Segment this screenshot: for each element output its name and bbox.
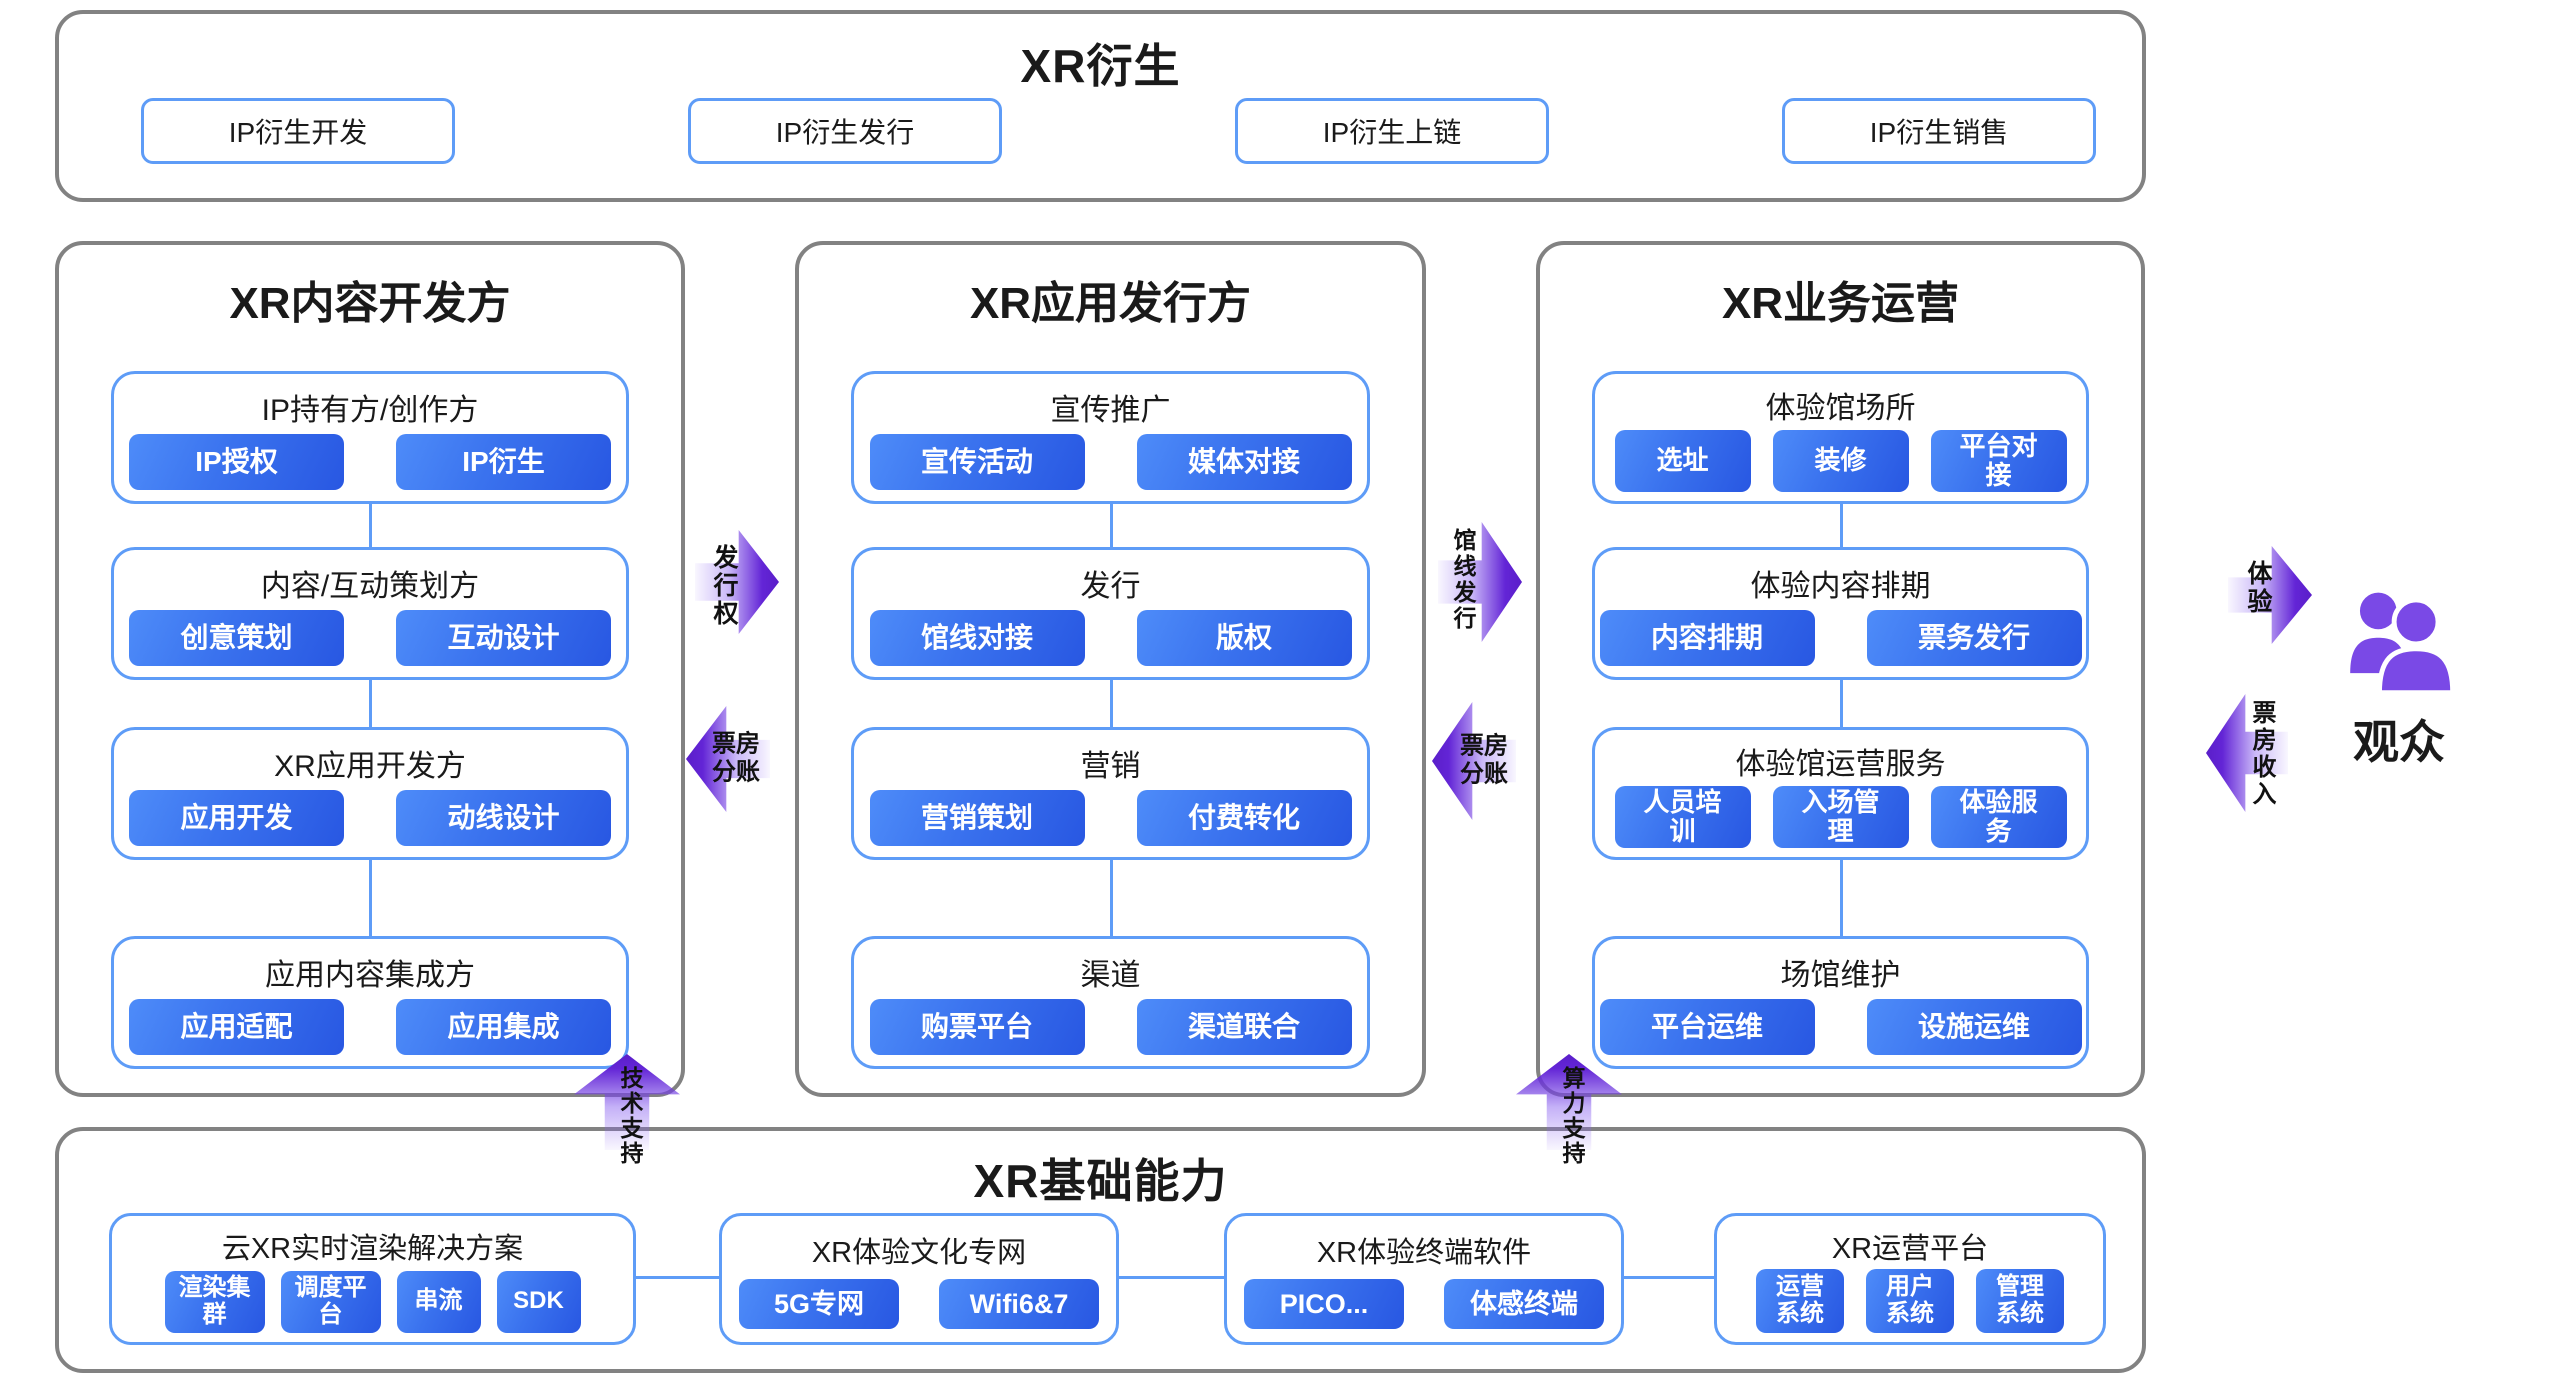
pill: 馆线对接 (869, 610, 1085, 666)
derivative-item-on-chain: IP衍生上链 (1235, 98, 1549, 164)
flow-label-compute-support: 算力支持 (1559, 1066, 1585, 1166)
connector-line (369, 680, 372, 727)
pill: 调度平台 (280, 1270, 381, 1333)
pill: SDK (496, 1270, 581, 1333)
pill: 动线设计 (396, 790, 611, 846)
pill: 宣传活动 (869, 434, 1085, 490)
pill: 体验服务 (1930, 786, 2067, 848)
derivative-item-development: IP衍生开发 (141, 98, 455, 164)
section-distribution: 发行 馆线对接 版权 (851, 547, 1370, 680)
pill: Wifi6&7 (939, 1278, 1099, 1329)
content-developer-title: XR内容开发方 (229, 279, 511, 328)
pill: 渠道联合 (1136, 999, 1352, 1055)
connector-line (1119, 1276, 1224, 1279)
section-venue-maintenance: 场馆维护 平台运维 设施运维 (1592, 936, 2089, 1069)
pill: 入场管理 (1772, 786, 1909, 848)
pill: 媒体对接 (1136, 434, 1352, 490)
pill: 用户系统 (1866, 1269, 1954, 1334)
pill: 选址 (1614, 430, 1751, 492)
connector-line (1109, 504, 1113, 547)
section-content-planning: 内容/互动策划方 创意策划 互动设计 (111, 547, 629, 680)
flow-label-tech-support: 技术支持 (617, 1066, 643, 1166)
section-marketing: 营销 营销策划 付费转化 (851, 727, 1370, 860)
derivatives-panel: XR衍生 IP衍生开发 IP衍生发行 IP衍生上链 IP衍生销售 (55, 10, 2146, 202)
section-app-developer: XR应用开发方 应用开发 动线设计 (111, 727, 629, 860)
connector-line (1109, 680, 1113, 727)
connector-line (1839, 860, 1843, 936)
derivative-item-publishing: IP衍生发行 (688, 98, 1002, 164)
group-operations-platform: XR运营平台 运营系统 用户系统 管理系统 (1714, 1213, 2106, 1345)
flow-label-publishing-rights: 发行权 (710, 544, 738, 628)
flow-label-box-office-share: 票房 分账 (712, 730, 760, 786)
group-cloud-rendering: 云XR实时渲染解决方案 渲染集群 调度平台 串流 SDK (109, 1213, 636, 1345)
pill: 管理系统 (1976, 1269, 2064, 1334)
pill: 购票平台 (869, 999, 1085, 1055)
pill: 运营系统 (1756, 1269, 1844, 1334)
pill: 5G专网 (739, 1278, 899, 1329)
derivatives-title: XR衍生 (1020, 40, 1181, 92)
pill: IP授权 (129, 434, 344, 490)
section-ip-holder: IP持有方/创作方 IP授权 IP衍生 (111, 371, 629, 504)
pill: PICO... (1244, 1278, 1404, 1329)
connector-line (1109, 860, 1113, 936)
pill: 串流 (396, 1270, 481, 1333)
business-operations-panel: XR业务运营 体验馆场所 选址 装修 平台对接 体验内容排期 内容排期 票务发行… (1536, 241, 2145, 1097)
section-promotion: 宣传推广 宣传活动 媒体对接 (851, 371, 1370, 504)
pill: 平台运维 (1599, 999, 1815, 1055)
pill: 体感终端 (1444, 1278, 1604, 1329)
pill: 互动设计 (396, 610, 611, 666)
pill: 渲染集群 (164, 1270, 265, 1333)
foundation-title: XR基础能力 (973, 1155, 1228, 1207)
pill: 付费转化 (1136, 790, 1352, 846)
section-content-integrator: 应用内容集成方 应用适配 应用集成 (111, 936, 629, 1069)
pill: 创意策划 (129, 610, 344, 666)
pill: 营销策划 (869, 790, 1085, 846)
content-developer-panel: XR内容开发方 IP持有方/创作方 IP授权 IP衍生 内容/互动策划方 创意策… (55, 241, 685, 1097)
flow-label-box-office-share: 票房 分账 (1460, 732, 1508, 788)
pill: 应用开发 (129, 790, 344, 846)
pill: 应用适配 (129, 999, 344, 1055)
section-content-scheduling: 体验内容排期 内容排期 票务发行 (1592, 547, 2089, 680)
pill: 装修 (1772, 430, 1909, 492)
section-venue-services: 体验馆运营服务 人员培训 入场管理 体验服务 (1592, 727, 2089, 860)
connector-line (369, 504, 372, 547)
pill: 人员培训 (1614, 786, 1751, 848)
flow-label-venue-distribution: 馆线发行 (1450, 528, 1476, 632)
audience-icon (2350, 592, 2456, 696)
connector-line (1624, 1276, 1714, 1279)
connector-line (1839, 680, 1843, 727)
connector-line (636, 1276, 719, 1279)
group-terminal-software: XR体验终端软件 PICO... 体感终端 (1224, 1213, 1624, 1345)
pill: 设施运维 (1866, 999, 2082, 1055)
business-operations-title: XR业务运营 (1721, 279, 1960, 328)
pill: 应用集成 (396, 999, 611, 1055)
pill: 版权 (1136, 610, 1352, 666)
app-publisher-panel: XR应用发行方 宣传推广 宣传活动 媒体对接 发行 馆线对接 版权 营销 营销策… (795, 241, 1426, 1097)
pill: 票务发行 (1866, 610, 2082, 666)
group-private-network: XR体验文化专网 5G专网 Wifi6&7 (719, 1213, 1119, 1345)
section-venue-location: 体验馆场所 选址 装修 平台对接 (1592, 371, 2089, 504)
pill: 内容排期 (1599, 610, 1815, 666)
connector-line (1839, 504, 1843, 547)
flow-label-box-office-revenue: 票房收入 (2248, 700, 2275, 808)
section-channels: 渠道 购票平台 渠道联合 (851, 936, 1370, 1069)
flow-label-experience: 体验 (2244, 560, 2272, 616)
pill: 平台对接 (1930, 430, 2067, 492)
derivatives-row: IP衍生开发 IP衍生发行 IP衍生上链 IP衍生销售 (141, 98, 2096, 164)
derivative-item-sales: IP衍生销售 (1782, 98, 2096, 164)
pill: IP衍生 (396, 434, 611, 490)
foundation-panel: XR基础能力 云XR实时渲染解决方案 渲染集群 调度平台 串流 SDK XR体验… (55, 1127, 2146, 1373)
connector-line (369, 860, 372, 936)
audience-label: 观众 (2353, 716, 2445, 768)
app-publisher-title: XR应用发行方 (969, 279, 1252, 328)
